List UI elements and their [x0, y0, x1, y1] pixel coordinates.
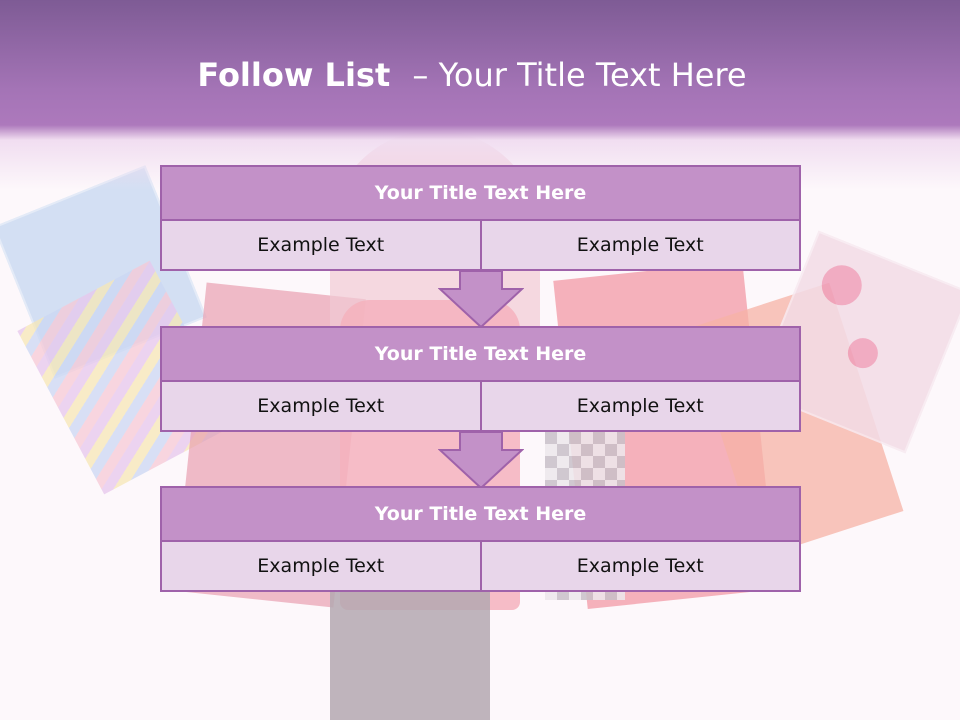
step-box-2: Your Title Text Here Example Text Exampl…: [160, 326, 801, 432]
step-cell-left: Example Text: [160, 382, 482, 432]
down-arrow-icon: [438, 432, 524, 490]
step-cell-right: Example Text: [481, 542, 801, 592]
page-title-rest: – Your Title Text Here: [412, 56, 747, 94]
step-cell-right: Example Text: [481, 382, 801, 432]
header-band: [0, 0, 960, 190]
person-skirt: [330, 590, 490, 720]
down-arrow-icon: [438, 271, 524, 329]
step-title: Your Title Text Here: [160, 486, 801, 542]
step-box-3: Your Title Text Here Example Text Exampl…: [160, 486, 801, 592]
page-title-bold: Follow List: [197, 56, 391, 94]
step-box-1: Your Title Text Here Example Text Exampl…: [160, 165, 801, 271]
step-cell-left: Example Text: [160, 221, 482, 271]
step-title: Your Title Text Here: [160, 165, 801, 221]
step-cell-left: Example Text: [160, 542, 482, 592]
step-row: Example Text Example Text: [160, 542, 801, 592]
flower-icon: [815, 259, 868, 312]
page-title: Follow List – Your Title Text Here: [0, 56, 944, 94]
flower-icon: [843, 333, 883, 373]
step-row: Example Text Example Text: [160, 382, 801, 432]
step-cell-right: Example Text: [481, 221, 801, 271]
step-row: Example Text Example Text: [160, 221, 801, 271]
step-title: Your Title Text Here: [160, 326, 801, 382]
